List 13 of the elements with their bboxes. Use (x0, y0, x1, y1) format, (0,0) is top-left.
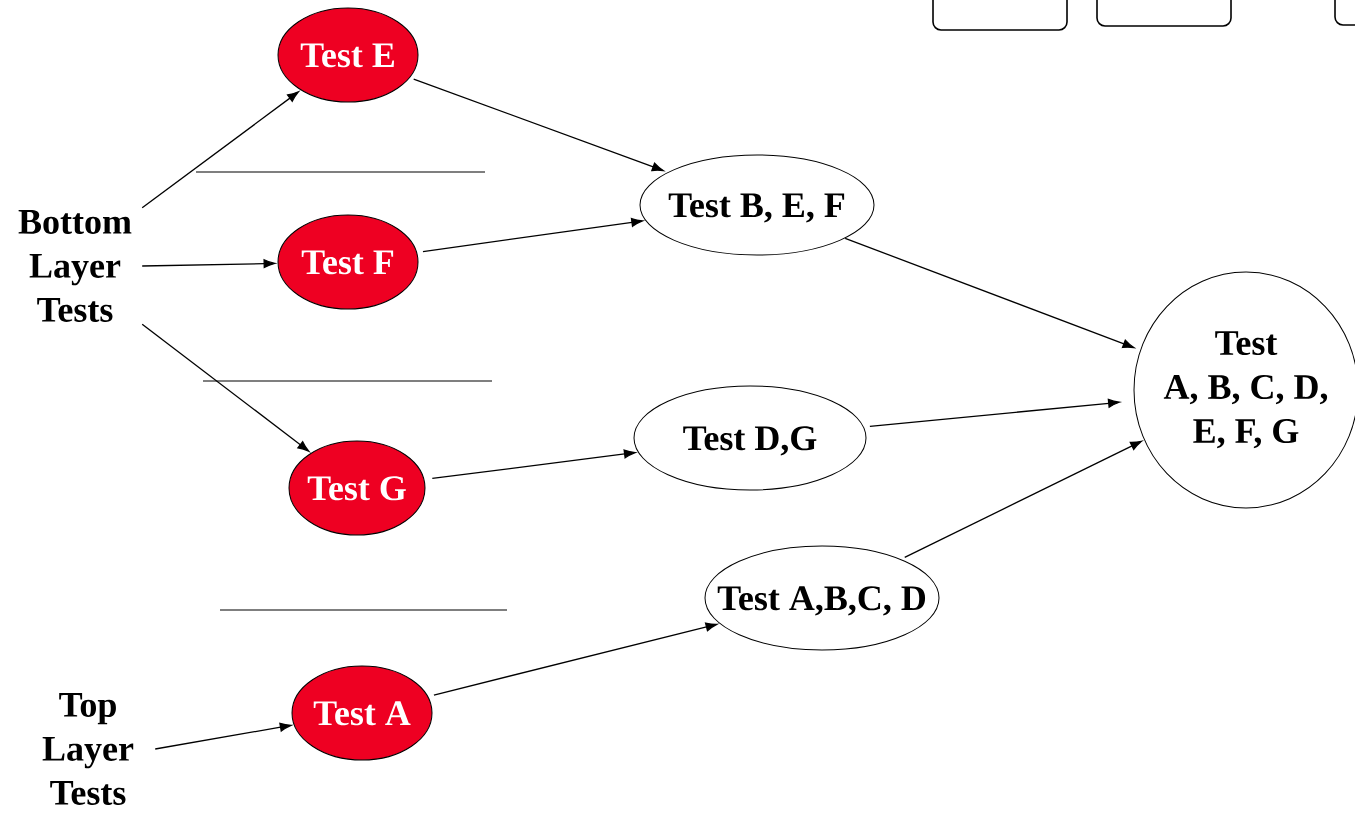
arrow (141, 323, 310, 452)
node-label: Top Layer Tests (42, 693, 134, 805)
arrow (422, 217, 644, 253)
arrow (154, 722, 292, 750)
arrow (433, 622, 718, 696)
arrow (141, 259, 276, 269)
arrow (904, 440, 1143, 559)
node-label: Bottom Layer Tests (18, 210, 132, 322)
arrow (431, 449, 636, 480)
arrow (844, 237, 1135, 349)
arrow (413, 78, 664, 172)
arrow (869, 398, 1120, 428)
arrow (141, 91, 300, 209)
